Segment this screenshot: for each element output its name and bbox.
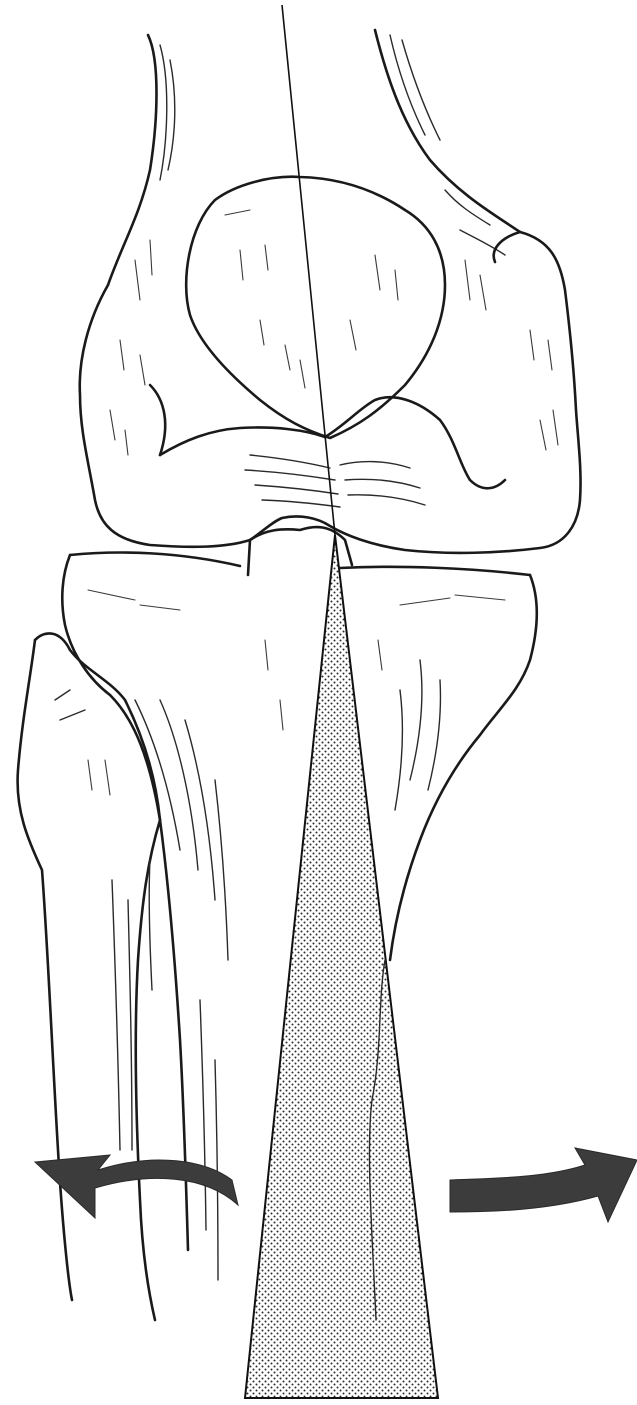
femur [80, 30, 581, 553]
mechanical-axis-line [282, 5, 335, 535]
curved-arrow-right [450, 1148, 637, 1222]
curved-arrow-left [35, 1155, 238, 1218]
stippled-wedge [245, 535, 438, 1398]
